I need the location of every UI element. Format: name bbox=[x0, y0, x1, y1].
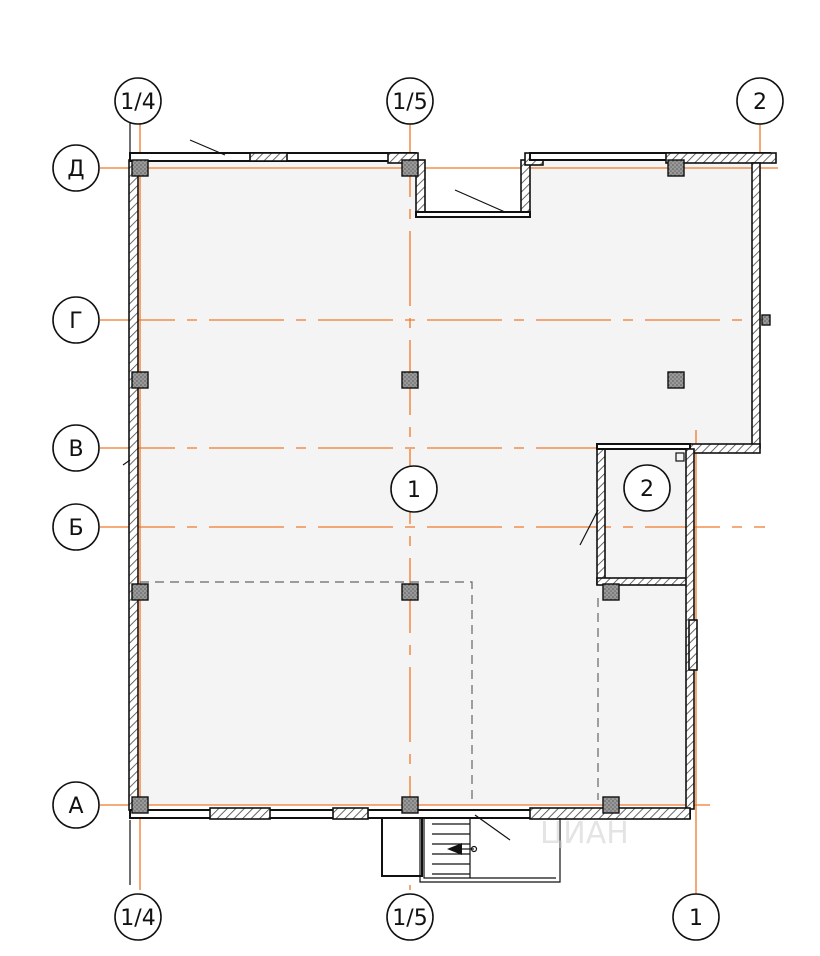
svg-text:1: 1 bbox=[689, 906, 703, 931]
svg-text:А: А bbox=[68, 794, 83, 819]
watermark-text: ЦИАН bbox=[540, 816, 629, 851]
svg-text:2: 2 bbox=[753, 90, 767, 115]
svg-text:В: В bbox=[68, 437, 83, 462]
svg-text:1/4: 1/4 bbox=[120, 906, 155, 931]
columns bbox=[131, 159, 771, 814]
svg-text:1/5: 1/5 bbox=[392, 90, 427, 115]
axis-bubble-left-g: Г bbox=[52, 296, 100, 344]
room-label-2: 2 bbox=[623, 464, 671, 512]
column bbox=[401, 583, 419, 601]
axis-bubble-top-1-5: 1/5 bbox=[386, 77, 434, 125]
door-swings bbox=[122, 139, 685, 841]
column bbox=[131, 796, 149, 814]
axis-bubble-left-d: Д bbox=[52, 144, 100, 192]
entrance-stair bbox=[381, 817, 561, 883]
axis-bubble-bottom-1-5: 1/5 bbox=[386, 893, 434, 941]
axis-bubble-bottom-1: 1 bbox=[672, 893, 720, 941]
axis-bubble-left-v: В bbox=[52, 424, 100, 472]
column bbox=[602, 583, 620, 601]
dashed-zones bbox=[140, 581, 599, 805]
svg-text:1/5: 1/5 bbox=[392, 906, 427, 931]
column bbox=[401, 371, 419, 389]
column bbox=[131, 371, 149, 389]
svg-text:2: 2 bbox=[640, 477, 654, 502]
svg-text:Г: Г bbox=[69, 309, 82, 334]
stair-arrow-icon bbox=[447, 843, 462, 855]
svg-text:Б: Б bbox=[68, 516, 83, 541]
column bbox=[401, 159, 419, 177]
room-label-1: 1 bbox=[390, 465, 438, 513]
column bbox=[667, 371, 685, 389]
column bbox=[131, 159, 149, 177]
column bbox=[761, 314, 771, 326]
svg-text:Д: Д bbox=[67, 157, 84, 182]
axis-bubble-top-1-4: 1/4 bbox=[114, 77, 162, 125]
floor-area bbox=[140, 160, 760, 805]
column bbox=[602, 796, 620, 814]
svg-text:1/4: 1/4 bbox=[120, 90, 155, 115]
axis-bubble-bottom-1-4: 1/4 bbox=[114, 893, 162, 941]
svg-text:1: 1 bbox=[407, 478, 421, 503]
column bbox=[401, 796, 419, 814]
axis-bubble-left-b: Б bbox=[52, 503, 100, 551]
column bbox=[131, 583, 149, 601]
axis-bubble-top-2: 2 bbox=[736, 77, 784, 125]
column bbox=[667, 159, 685, 177]
axis-bubble-left-a: А bbox=[52, 781, 100, 829]
